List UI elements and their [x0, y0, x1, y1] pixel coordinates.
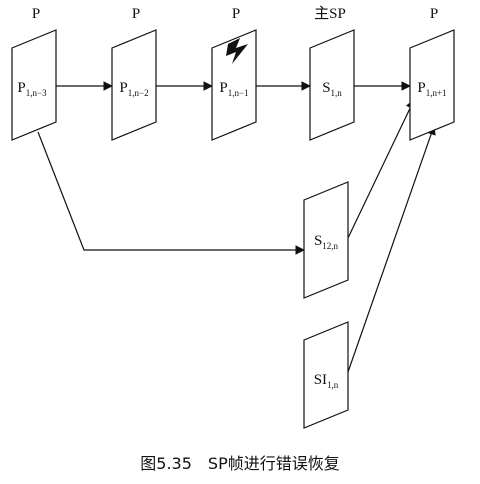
frame-si1-n: SI1,n [303, 321, 349, 429]
figure-caption: 图5.35 SP帧进行错误恢复 [140, 454, 339, 473]
frame-label: SI1,n [314, 372, 339, 390]
frame-label-main: P [17, 80, 25, 96]
frame-label-main: P [119, 80, 127, 96]
frame-label: P1,n−1 [219, 80, 248, 98]
frame-box [111, 29, 157, 141]
frame-label-main: SI [314, 372, 327, 388]
frame-label-main: P [219, 80, 227, 96]
frame-label: P1,n−3 [17, 80, 47, 98]
frame-label-subscript: 1,n [327, 380, 339, 390]
frame-label-subscript: 12,n [322, 241, 338, 251]
arrow-si1-n-to-p-n+1 [347, 125, 436, 373]
frame-label-main: S [314, 233, 322, 249]
frame-label: P1,n−2 [119, 80, 148, 98]
frame-label-subscript: 1,n−1 [228, 88, 249, 98]
frame-type-label: P [32, 6, 40, 22]
frame-label-subscript: 1,n−3 [26, 88, 47, 98]
arrow-s12-n-to-p-n+1 [347, 99, 415, 239]
frame-p-n+1: P1,n+1P [409, 6, 455, 141]
frame-label-subscript: 1,n−2 [128, 88, 149, 98]
arrow-p-n-3-to-s12-n [37, 131, 305, 255]
frame-s-1n: S1,n 主SP [309, 5, 355, 141]
frame-box [11, 29, 57, 141]
frame-type-label: P [430, 6, 438, 22]
frame-label-main: P [417, 80, 425, 96]
frame-p-n-3: P1,n−3P [11, 6, 57, 141]
frame-label-main: S [322, 80, 330, 96]
frame-box [211, 29, 257, 141]
frame-box [303, 181, 349, 299]
frame-box [409, 29, 455, 141]
frame-label-subscript: 1,n+1 [426, 88, 447, 98]
frame-box [309, 29, 355, 141]
frame-label: S12,n [314, 233, 339, 251]
marks-layer [226, 38, 248, 64]
frame-label-subscript: 1,n [331, 88, 343, 98]
frame-p-n-2: P1,n−2P [111, 6, 157, 141]
frame-type-label: 主SP [314, 5, 346, 22]
frames-layer: P1,n−3PP1,n−2PP1,n−1PS1,n主SPP1,n+1PS12,n… [11, 5, 455, 429]
frame-type-label: P [132, 6, 140, 22]
frame-s12-n: S12,n [303, 181, 349, 299]
frame-label: S1,n [322, 80, 342, 98]
lightning-bolt-icon [226, 38, 248, 64]
frame-label: P1,n+1 [417, 80, 446, 98]
frame-type-label: P [232, 6, 240, 22]
frame-box [303, 321, 349, 429]
frame-p-n-1: P1,n−1P [211, 6, 257, 141]
edges-layer [37, 81, 436, 373]
